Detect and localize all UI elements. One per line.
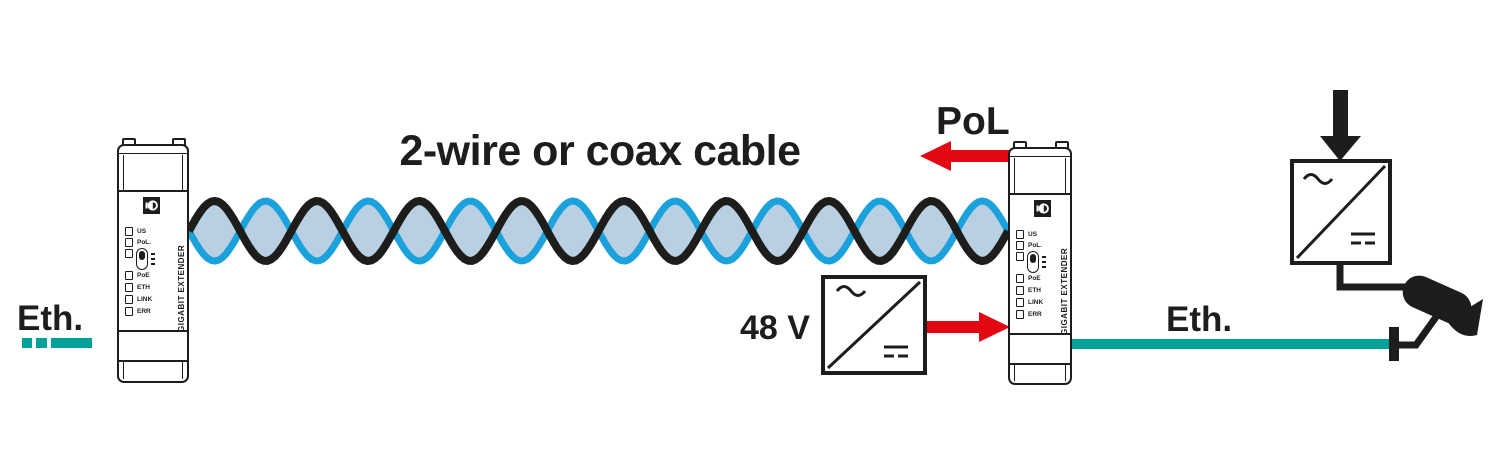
led-label-poe: PoE: [1028, 275, 1041, 282]
mode-switch: [1027, 251, 1046, 273]
led-label-pol: PoL.: [1028, 242, 1043, 249]
led-link: [1016, 298, 1024, 307]
led-link: [125, 295, 133, 304]
led-err: [1016, 310, 1024, 319]
cable-title: 2-wire or coax cable: [399, 127, 801, 175]
cctv-camera-icon: [1389, 275, 1483, 361]
device-housing: GIGABIT EXTENDER US PoL. PoE ETH LINK ER…: [1008, 147, 1072, 385]
led-label-eth: ETH: [137, 284, 150, 291]
led-label-err: ERR: [1028, 311, 1042, 318]
led-label-poe: PoE: [137, 272, 150, 279]
led-aux: [1016, 252, 1024, 261]
psu-to-camera-wire: [1336, 264, 1408, 291]
power-down-arrow-icon: [1320, 90, 1361, 161]
led-aux: [125, 249, 133, 258]
led-pol: [125, 238, 133, 247]
led-us: [1016, 230, 1024, 239]
led-err: [125, 307, 133, 316]
led-label-us: US: [1028, 231, 1038, 238]
led-label-err: ERR: [137, 308, 151, 315]
psu-diagonal: [1295, 164, 1387, 260]
led-label-us: US: [137, 228, 147, 235]
led-eth: [1016, 286, 1024, 295]
psu-diagonal: [826, 280, 922, 370]
dc-lines-icon: [884, 345, 908, 358]
mode-switch: [136, 248, 155, 270]
led-label-link: LINK: [137, 296, 153, 303]
eth-label-right: Eth.: [1166, 300, 1233, 339]
device-top-cap: [1010, 149, 1070, 195]
led-poe: [125, 271, 133, 280]
ethernet-lines: [22, 338, 1391, 349]
gigabit-extender-right: GIGABIT EXTENDER US PoL. PoE ETH LINK ER…: [1008, 141, 1072, 385]
brand-logo-icon: [1034, 200, 1051, 217]
ac-tilde-icon: [835, 285, 867, 297]
dc-lines-icon: [1351, 232, 1375, 245]
led-eth: [125, 283, 133, 292]
pol-left-arrow-icon: [920, 141, 1010, 171]
power-right-arrow-icon: [926, 312, 1010, 342]
device-housing: GIGABIT EXTENDER US PoL. PoE ETH LINK ER…: [117, 144, 189, 383]
ac-tilde-icon: [1302, 173, 1334, 185]
led-label-link: LINK: [1028, 299, 1044, 306]
voltage-label: 48 V: [740, 309, 810, 347]
led-poe: [1016, 274, 1024, 283]
camera-bracket-arm: [1394, 314, 1439, 349]
camera-body: [1402, 275, 1472, 325]
camera-lens-hood: [1447, 299, 1483, 337]
device-brand: GIGABIT EXTENDER: [1060, 247, 1069, 335]
cable-wire-black: [185, 196, 1012, 266]
led-us: [125, 227, 133, 236]
gigabit-extender-left: GIGABIT EXTENDER US PoL. PoE ETH LINK ER…: [117, 138, 189, 383]
eth-label-left: Eth.: [17, 299, 84, 338]
power-supply-48v: [821, 275, 927, 375]
brand-logo-icon: [143, 197, 160, 214]
led-label-eth: ETH: [1028, 287, 1041, 294]
device-top-cap: [119, 146, 187, 192]
led-pol: [1016, 241, 1024, 250]
twisted-pair-cable: [185, 196, 1012, 266]
pol-label: PoL: [936, 100, 1010, 143]
power-supply-camera: [1290, 90, 1408, 291]
device-brand: GIGABIT EXTENDER: [177, 244, 186, 332]
led-label-pol: PoL.: [137, 239, 152, 246]
